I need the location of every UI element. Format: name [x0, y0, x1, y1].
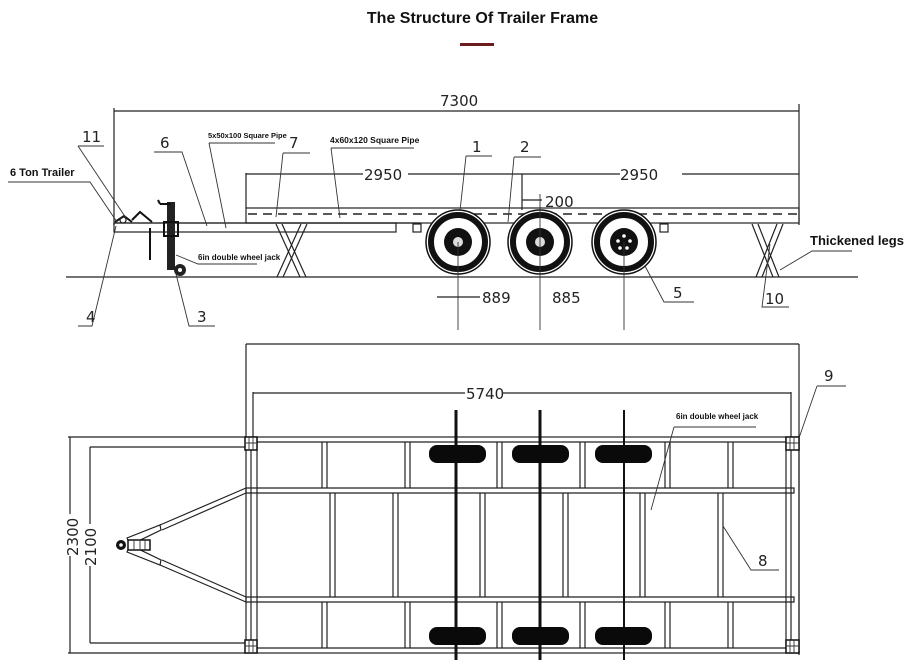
leader-10	[761, 243, 789, 308]
part-number-4: 4	[86, 308, 96, 326]
leader-jack-top	[650, 426, 756, 511]
leader-trailer-type	[8, 181, 118, 223]
part-number-10: 10	[765, 290, 784, 308]
jack-handle	[157, 199, 171, 205]
drawbar	[113, 222, 397, 233]
side-view: 7300 2950 2950 200	[8, 92, 904, 330]
a-frame-drawbar	[116, 487, 247, 603]
dim-inner-width: 2100	[82, 528, 100, 566]
part-number-7: 7	[289, 134, 299, 152]
coupler-ball	[119, 216, 127, 224]
spring-hanger	[659, 223, 669, 233]
jack-clamp	[163, 221, 179, 237]
dim-rear-section: 2950	[620, 166, 658, 184]
tire-bottom-3	[595, 627, 652, 645]
part-number-9: 9	[824, 367, 834, 385]
cross-members-inner	[329, 493, 724, 597]
tire-bottom-1	[429, 627, 486, 645]
leader-9	[798, 385, 846, 439]
leader-3	[175, 273, 215, 327]
dim-overall-length: 7300	[440, 92, 478, 110]
label-jack-side: 6in double wheel jack	[198, 253, 281, 262]
leader-legs	[779, 250, 852, 271]
part-number-11: 11	[82, 128, 101, 146]
leader-square-pipe-large	[330, 147, 414, 219]
part-number-5: 5	[673, 284, 683, 302]
title-underline	[460, 43, 494, 46]
top-view: 5740 2300 2100	[64, 343, 846, 660]
leader-6	[154, 151, 208, 227]
rear-thickened-leg	[751, 223, 784, 278]
label-trailer-type: 6 Ton Trailer	[10, 167, 75, 179]
main-beam-lower	[245, 596, 795, 603]
outer-frame	[245, 436, 800, 654]
spring-hanger	[412, 223, 422, 233]
leader-jack	[175, 254, 257, 265]
label-jack-top: 6in double wheel jack	[676, 412, 759, 421]
coupler	[114, 210, 153, 223]
cross-members-outer	[321, 442, 734, 648]
tire-top-1	[429, 445, 486, 463]
label-square-pipe-small: 5x50x100 Square Pipe	[208, 131, 287, 140]
dim-axle-spacing-2: 885	[552, 289, 581, 307]
dim-axle-offset: 200	[545, 193, 574, 211]
part-number-1: 1	[472, 138, 482, 156]
leader-7	[275, 152, 310, 218]
part-number-2: 2	[520, 138, 530, 156]
corner-brackets	[244, 436, 800, 654]
dim-axle-spacing-1: 889	[482, 289, 511, 307]
page-title: The Structure Of Trailer Frame	[366, 10, 599, 27]
jack-wheel-hub	[178, 268, 182, 272]
label-square-pipe-large: 4x60x120 Square Pipe	[330, 135, 420, 145]
leader-square-pipe-small	[208, 142, 275, 229]
tire-top-2	[512, 445, 569, 463]
label-thickened-legs: Thickened legs	[810, 233, 904, 248]
leader-4	[78, 225, 117, 327]
tire-top-3	[595, 445, 652, 463]
dim-frame-length: 5740	[466, 385, 504, 403]
leader-1	[459, 155, 492, 212]
leader-8	[722, 525, 779, 571]
leader-5	[644, 265, 694, 303]
leader-2	[507, 156, 541, 223]
part-number-3: 3	[197, 308, 207, 326]
dim-overall-width: 2300	[64, 518, 82, 556]
dim-front-section: 2950	[364, 166, 402, 184]
front-support-leg	[275, 223, 308, 278]
main-beam-upper	[245, 487, 795, 494]
part-number-6: 6	[160, 134, 170, 152]
tire-bottom-2	[512, 627, 569, 645]
part-number-8: 8	[758, 552, 768, 570]
leader-11	[77, 145, 127, 219]
